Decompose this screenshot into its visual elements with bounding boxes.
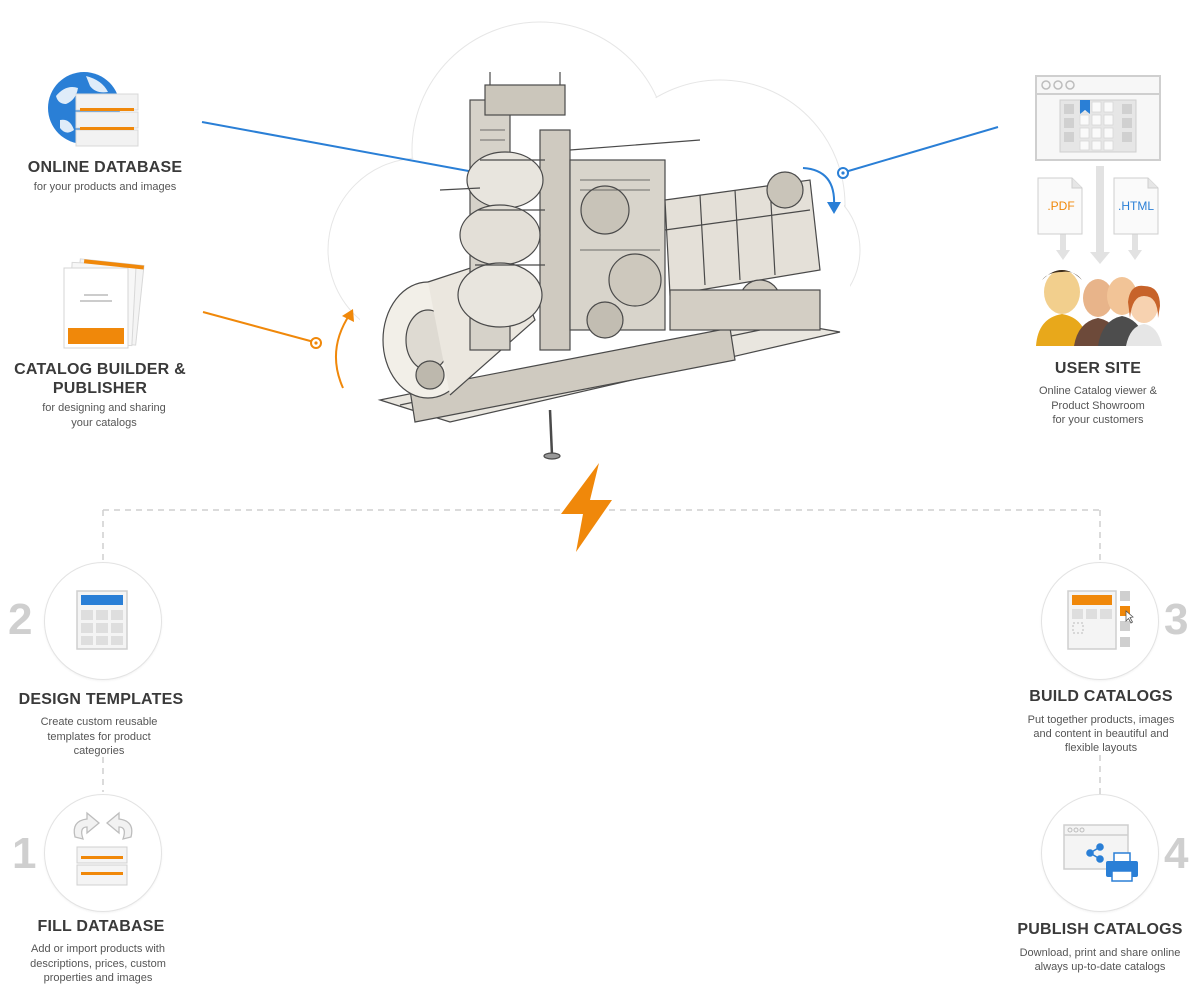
lightning-bolt-icon [561,463,612,552]
step-2-number: 2 [8,595,33,644]
browser-window-icon [1035,75,1162,346]
catalog-builder-desc-1: for designing and sharing [42,402,166,414]
dashed-flow [102,509,1101,808]
pdf-label: .PDF [1047,199,1075,213]
step-3-title: BUILD CATALOGS [1029,688,1173,705]
printer-icon [1106,852,1138,882]
connector-database [201,121,475,173]
printing-press-illustration [377,72,841,460]
step-3-circle [1041,562,1159,680]
step-1-desc-3: properties and images [43,972,153,984]
step-1-desc-1: Add or import products with [31,943,165,955]
connector-builder [202,311,315,343]
connector-user-site [844,126,999,173]
step-3-desc-1: Put together products, images [1027,714,1175,726]
blue-curved-arrow [802,167,836,207]
step-3-number: 3 [1164,595,1189,644]
users-group-icon [1036,270,1162,346]
orange-curved-arrow [334,313,351,389]
step-3-desc-2: and content in beautiful and [1033,728,1169,740]
step-4-title: PUBLISH CATALOGS [1017,921,1183,938]
step-2-desc-2: templates for product [47,731,151,743]
step-4-desc-1: Download, print and share online [1019,947,1181,959]
publish-share-print-icon [1063,824,1138,882]
user-site-desc-3: for your customers [1052,414,1144,426]
catalog-stack-icon [63,258,145,349]
step-4-number: 4 [1164,829,1189,878]
catalog-builder-title-1: CATALOG BUILDER & [14,361,186,378]
step-1-desc-2: descriptions, prices, custom [30,958,166,970]
catalog-builder-title-2: PUBLISHER [52,380,148,397]
step-3-desc-3: flexible layouts [1064,742,1138,754]
template-grid-icon [76,590,128,650]
step-1-circle [44,794,162,912]
step-2-circle [44,562,162,680]
online-database-desc: for your products and images [33,181,177,193]
step-2-desc-3: categories [73,745,125,757]
html-label: .HTML [1118,199,1154,213]
step-2-desc-1: Create custom reusable [40,716,158,728]
step-4-circle [1041,794,1159,912]
online-database-title: ONLINE DATABASE [27,159,183,176]
share-icon [1086,843,1104,863]
catalog-builder-desc-2: your catalogs [71,417,137,429]
globe-database-icon [48,72,139,147]
step-1-number: 1 [12,829,37,878]
step-4-desc-2: always up-to-date catalogs [1034,961,1166,973]
build-layout-icon [1067,590,1134,650]
step-1-title: FILL DATABASE [37,918,165,935]
user-site-desc-2: Product Showroom [1051,400,1145,412]
user-site-desc-1: Online Catalog viewer & [1038,385,1157,397]
import-database-icon [73,811,133,886]
step-2-title: DESIGN TEMPLATES [18,691,184,708]
user-site-title: USER SITE [1054,360,1142,377]
